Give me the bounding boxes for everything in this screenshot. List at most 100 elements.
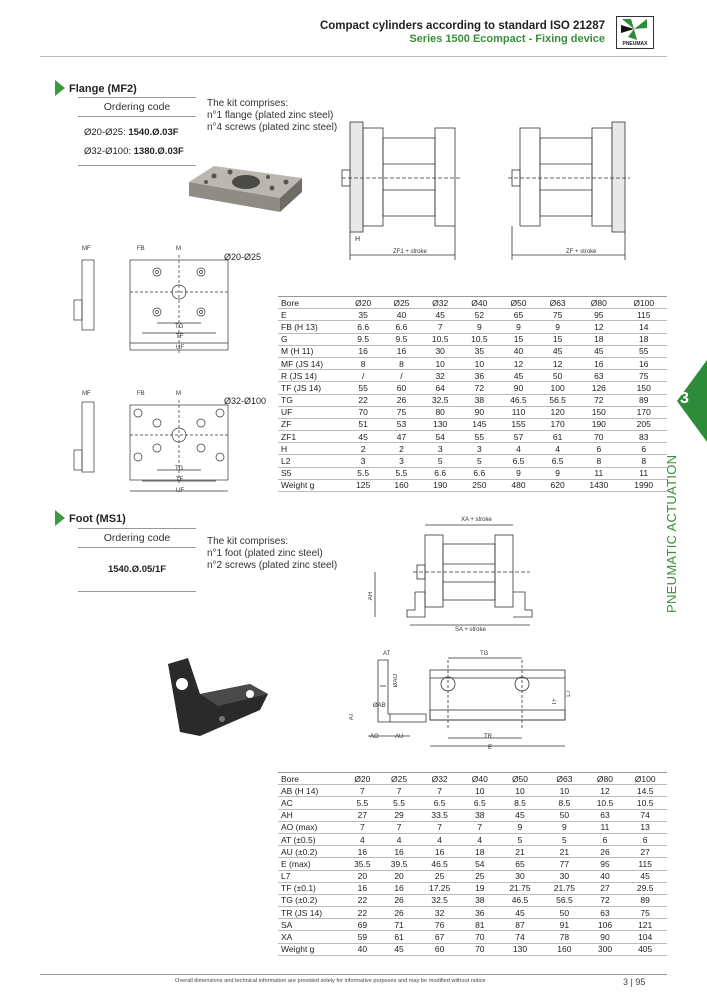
table-cell: 150	[620, 381, 667, 395]
table-cell: 30	[420, 345, 460, 358]
table-cell: 250	[459, 479, 499, 493]
table-cell: 10	[461, 784, 498, 798]
kit-line: n°1 flange (plated zinc steel)	[207, 110, 334, 121]
table-cell: /	[344, 369, 383, 383]
row-label-cell: TF (JS 14)	[278, 381, 344, 395]
table-cell: 63	[586, 809, 624, 822]
row-label-cell: Weight g	[278, 943, 344, 956]
table-cell: 10	[542, 784, 587, 798]
table-cell: 14	[620, 320, 667, 334]
table-cell: 21.75	[497, 882, 543, 895]
table-cell: 3	[459, 442, 499, 456]
table-cell: 25	[417, 870, 462, 883]
flange-side-drawings	[341, 121, 630, 260]
table-cell: 22	[344, 894, 381, 908]
row-label-cell: UF	[278, 406, 344, 419]
table-cell: 75	[623, 906, 667, 920]
table-cell: 71	[380, 918, 418, 932]
flange-code-row: Ø20-Ø25: 1540.Ø.03F	[78, 117, 196, 142]
foot-code: 1540.Ø.05/1F	[107, 564, 167, 575]
table-cell: 9.5	[382, 333, 421, 346]
table-cell: 16	[344, 845, 381, 859]
table-cell: 17.25	[417, 882, 462, 895]
table-cell: 9	[459, 320, 499, 334]
table-cell: 14.5	[623, 784, 667, 798]
table-cell: 170	[538, 418, 578, 432]
flange-code: 1540.Ø.03F	[128, 127, 179, 138]
table-cell: 121	[623, 918, 667, 932]
table-cell: 45	[344, 430, 383, 444]
table-cell: 61	[380, 930, 418, 944]
table-cell: 9	[538, 467, 578, 480]
table-cell: 26	[380, 906, 418, 920]
table-cell: 40	[586, 870, 624, 883]
dim-label-ab: ØAB	[373, 703, 386, 709]
flange-kit-description: The kit comprises: n°1 flange (plated zi…	[207, 98, 337, 134]
table-cell: 95	[586, 857, 624, 871]
table-cell: 190	[420, 479, 460, 493]
dim-label-e: E	[488, 745, 493, 751]
table-cell: 8	[620, 454, 667, 468]
table-cell: 160	[542, 943, 587, 956]
table-cell: Ø50	[497, 771, 543, 786]
table-cell: 7	[344, 821, 381, 834]
table-cell: 33.5	[417, 809, 462, 822]
table-cell: 3	[344, 454, 383, 468]
table-cell: 7	[380, 821, 418, 834]
table-cell: 10.5	[459, 333, 499, 346]
table-cell: 40	[498, 345, 539, 358]
table-cell: 60	[417, 943, 462, 956]
row-label-cell: AH	[278, 809, 344, 822]
row-label-cell: ZF1	[278, 430, 344, 444]
table-cell: Ø20	[344, 295, 383, 310]
table-cell: 89	[623, 894, 667, 908]
flange-code-range: Ø20-Ø25:	[84, 127, 126, 138]
table-cell: 7	[417, 821, 462, 834]
table-cell: 72	[459, 381, 499, 395]
table-cell: 70	[577, 430, 621, 444]
table-cell: 39.5	[380, 857, 418, 871]
table-cell: Ø50	[498, 295, 539, 310]
table-cell: 60	[382, 381, 421, 395]
table-cell: 130	[420, 418, 460, 432]
table-cell: 9	[542, 821, 587, 834]
table-cell: 205	[620, 418, 667, 432]
table-cell: 77	[542, 857, 587, 871]
table-cell: 83	[620, 430, 667, 444]
page-title: Compact cylinders according to standard …	[319, 20, 605, 32]
foot-ordering-box: Ordering code 1540.Ø.05/1F	[78, 528, 196, 592]
table-cell: 11	[620, 467, 667, 480]
foot-kit-description: The kit comprises: n°1 foot (plated zinc…	[207, 536, 337, 572]
table-cell: 75	[382, 406, 421, 419]
header-divider	[40, 56, 667, 57]
table-cell: 35	[344, 308, 383, 322]
table-cell: 110	[498, 406, 539, 419]
table-cell: 32.5	[417, 894, 462, 908]
table-cell: 7	[420, 320, 460, 334]
table-cell: 53	[382, 418, 421, 432]
table-cell: 74	[497, 930, 543, 944]
table-cell: 4	[461, 833, 498, 847]
dim-label-tf: TF	[176, 477, 184, 483]
table-cell: Ø63	[538, 295, 578, 310]
table-cell: 10	[459, 357, 499, 371]
page-subtitle: Series 1500 Ecompact - Fixing device	[409, 33, 605, 45]
table-cell: 155	[498, 418, 539, 432]
table-cell: Ø40	[461, 771, 498, 786]
table-cell: 300	[586, 943, 624, 956]
table-cell: 64	[420, 381, 460, 395]
dim-label-mf: MF	[82, 246, 91, 252]
table-cell: 32	[420, 369, 460, 383]
